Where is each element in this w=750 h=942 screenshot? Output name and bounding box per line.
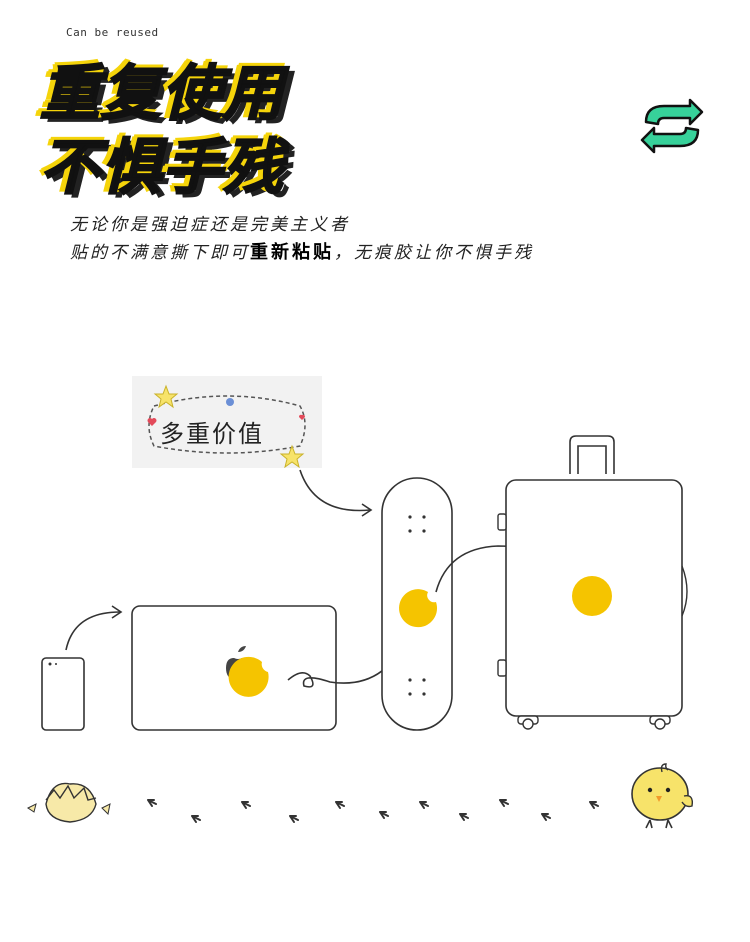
description-line2-prefix: 贴的不满意撕下即可	[70, 243, 250, 263]
description-line2: 贴的不满意撕下即可重新粘贴，无痕胶让你不惧手残	[70, 238, 534, 264]
headline-line2: 不惧手残	[39, 133, 284, 203]
heart-icon	[298, 414, 306, 420]
star-icon	[279, 444, 305, 469]
chick-icon	[631, 763, 694, 829]
description-line2-suffix: ，无痕胶让你不惧手残	[334, 243, 534, 263]
description-line2-bold: 重新粘贴	[250, 242, 334, 263]
eggshell-icon	[27, 782, 111, 823]
heart-icon	[147, 418, 157, 426]
star-icon	[153, 384, 179, 409]
headline-line1: 重复使用	[39, 59, 284, 129]
arrow-laptop-to-skateboard	[287, 639, 407, 688]
arrow-phone-to-laptop	[65, 611, 121, 651]
suitcase-icon	[497, 435, 688, 730]
recycle-arrows-icon	[640, 98, 704, 154]
skateboard-icon	[381, 477, 453, 731]
description-line1: 无论你是强迫症还是完美主义者	[70, 215, 350, 235]
tag-decoration	[147, 384, 306, 469]
phone-icon	[41, 657, 85, 731]
tag-label: 多重价值	[160, 420, 264, 448]
flower-icon	[226, 398, 234, 406]
reusable-caption: Can be reused	[66, 26, 159, 39]
arrow-tag-to-skateboard	[299, 469, 371, 512]
multi-value-tag: 多重价值	[132, 376, 322, 469]
laptop-icon	[131, 605, 337, 731]
footprints	[147, 799, 599, 823]
